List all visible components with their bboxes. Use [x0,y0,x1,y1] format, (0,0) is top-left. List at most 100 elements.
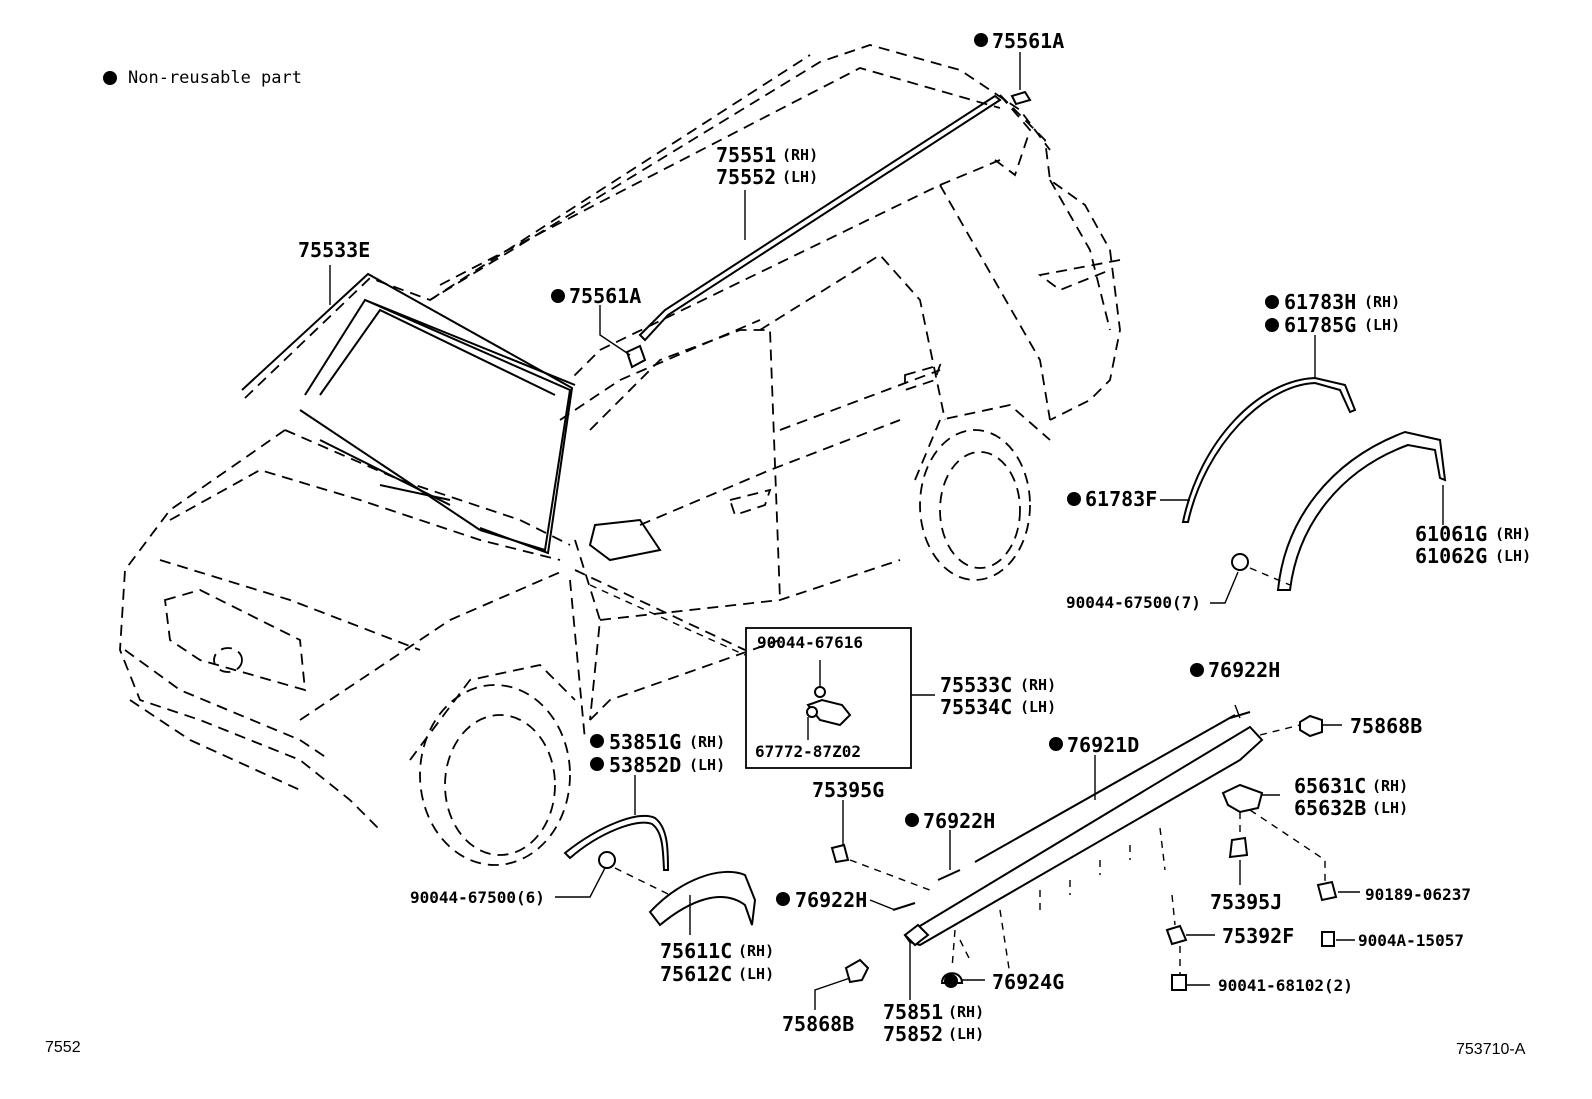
label-90189-06237: 90189-06237 [1365,885,1471,904]
label-61785g-side: (LH) [1364,316,1400,334]
bracket-65631c-shape [1221,783,1264,814]
clip-75561a-roof-shape [625,344,647,369]
footer-left-code: 7552 [45,1039,81,1056]
label-75534c: 75534C [940,695,1012,719]
label-76922h-b: 76922H [923,809,995,833]
clip-75395g-shape [830,843,850,864]
label-75561a-top: 75561A [992,29,1064,53]
footer: 7552 753710-A [45,1039,1526,1058]
label-65632b: 65632B [1294,796,1366,820]
dot-76922h-a-icon [1190,663,1204,677]
label-61061g-side: (RH) [1495,525,1531,543]
roof-moulding-shape [638,94,1002,342]
label-65632b-side: (LH) [1372,799,1408,817]
dot-61783f-icon [1067,492,1081,506]
label-75552-side: (LH) [782,168,818,186]
leader-lines [329,52,1444,1010]
rocker-panel-shape [903,725,1264,947]
label-75561a-roof: 75561A [569,284,641,308]
legend: Non-reusable part [128,68,302,88]
dot-76922h-b-icon [905,813,919,827]
rocker-trim-strip-shape [974,714,1236,863]
screw-90041-shape [1171,974,1187,991]
end-cap-75851-shape [903,923,930,947]
label-90044-67500-6: 90044-67500(6) [410,888,545,907]
label-53852d-side: (LH) [689,756,725,774]
label-75868b-a: 75868B [1350,714,1422,738]
detail-box-75533c [745,627,912,769]
non-reusable-dots [103,33,1279,988]
label-75611c: 75611C [660,939,732,963]
label-90044-67616: 90044-67616 [757,633,863,652]
dot-61785g-icon [1265,318,1279,332]
nut-90189-shape [1316,880,1338,902]
label-75851: 75851 [883,1000,943,1024]
label-53851g: 53851G [609,730,681,754]
mud-guard-75533c-shape [806,698,852,727]
label-61783h-side: (RH) [1364,293,1400,311]
fastener-75868b-a-shape [1299,714,1323,738]
rear-fender-flare-shape [1276,430,1447,591]
label-90041-68102: 90041-68102(2) [1218,976,1353,995]
tape-76922h-a-shape [1229,711,1251,719]
windshield-moulding-shape [241,272,574,555]
tape-76922h-c-shape [892,902,916,911]
dot-76922h-c-icon [776,892,790,906]
label-76921d: 76921D [1067,733,1139,757]
label-9004a-15057: 9004A-15057 [1358,931,1464,950]
label-75552: 75552 [716,165,776,189]
screw-9004a-shape [1321,931,1335,947]
label-75612c: 75612C [660,962,732,986]
label-75533c-side: (RH) [1020,676,1056,694]
label-75534c-side: (LH) [1020,698,1056,716]
label-75533e: 75533E [298,238,370,262]
label-75395g: 75395G [812,778,884,802]
label-53852d: 53852D [609,753,681,777]
dot-75561a-top-icon [974,33,988,47]
dot-76924g-icon [944,974,958,988]
label-61783f: 61783F [1085,487,1157,511]
legend-dot-icon [103,71,117,85]
rear-arch-moulding-shape [1181,376,1357,523]
label-75533c: 75533C [940,673,1012,697]
parts-shapes [241,90,1447,991]
label-75395j: 75395J [1210,890,1282,914]
fastener-75868b-b-shape [844,958,870,984]
legend-text: Non-reusable part [128,68,302,88]
dot-76921d-icon [1049,737,1063,751]
label-75611c-side: (RH) [738,942,774,960]
dot-53852d-icon [590,757,604,771]
label-61783h: 61783H [1284,290,1356,314]
label-75551: 75551 [716,143,776,167]
label-75551-side: (RH) [782,146,818,164]
label-76922h-a: 76922H [1208,658,1280,682]
label-76924g: 76924G [992,970,1064,994]
clip-front-shape [598,851,616,869]
tape-76922h-b-shape [937,869,961,881]
label-65631c-side: (RH) [1372,777,1408,795]
clip-rear-shape [1231,553,1249,571]
label-61062g-side: (LH) [1495,547,1531,565]
label-61061g: 61061G [1415,522,1487,546]
label-61062g: 61062G [1415,544,1487,568]
clip-75561a-top-shape [1010,90,1032,106]
label-75612c-side: (LH) [738,965,774,983]
clip-75395j-shape [1228,836,1249,859]
label-65631c: 65631C [1294,774,1366,798]
dot-53851g-icon [590,734,604,748]
label-75851-side: (RH) [948,1003,984,1021]
part-labels: 75561A 75551 (RH) 75552 (LH) 75533E 7556… [298,29,1531,1046]
label-76922h-c: 76922H [795,888,867,912]
front-arch-moulding-shape [563,814,670,871]
label-90044-67500-7: 90044-67500(7) [1066,593,1201,612]
dot-75561a-roof-icon [551,289,565,303]
clip-75392f-shape [1165,924,1188,946]
label-75852-side: (LH) [948,1025,984,1043]
label-75392f: 75392F [1222,924,1294,948]
clip-67772-shape [806,706,818,718]
dot-61783h-icon [1265,295,1279,309]
label-53851g-side: (RH) [689,733,725,751]
label-75852: 75852 [883,1022,943,1046]
label-61785g: 61785G [1284,313,1356,337]
